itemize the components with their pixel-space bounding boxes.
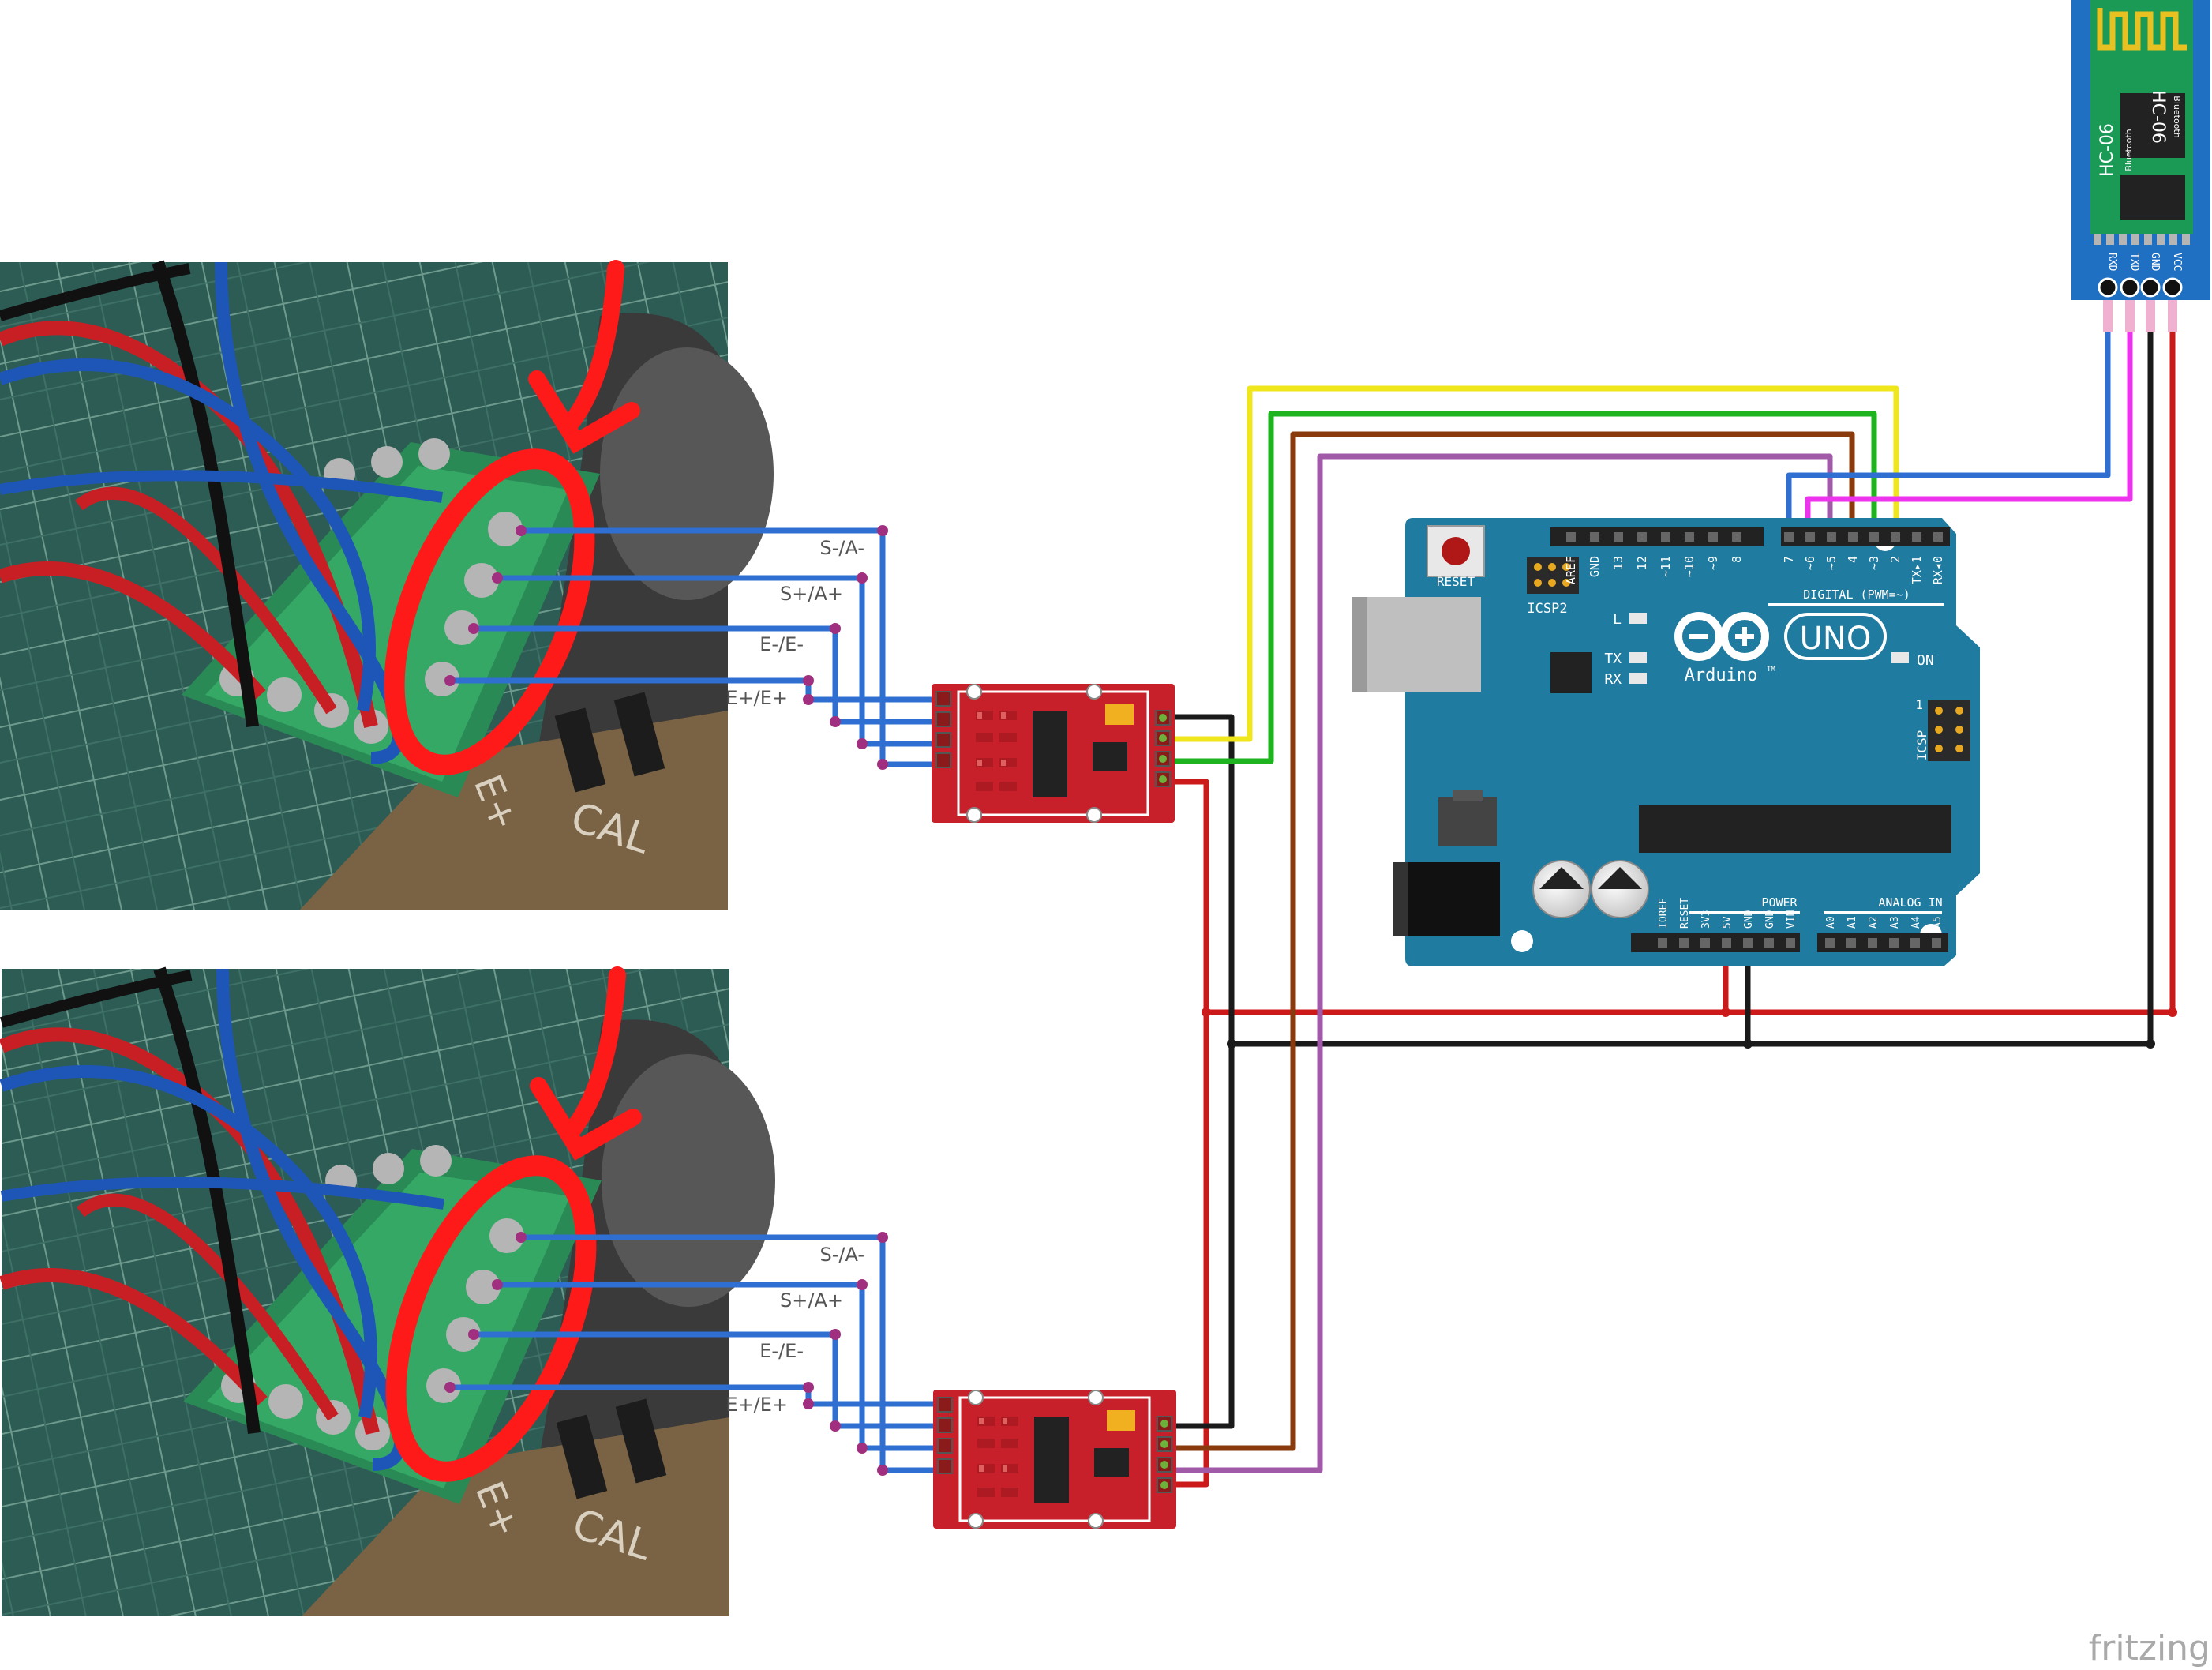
header-pin <box>1784 532 1794 542</box>
digital-pin-label: RX◂0 <box>1931 556 1945 584</box>
header-pin <box>1679 938 1689 948</box>
label-s-plus-top: S+/A+ <box>780 583 843 605</box>
header-pin <box>1933 532 1943 542</box>
power-analog-pin-label: A3 <box>1889 916 1901 929</box>
label-s-plus-bottom: S+/A+ <box>780 1289 843 1312</box>
icsp2-label: ICSP2 <box>1527 601 1567 617</box>
header-pin <box>1848 532 1858 542</box>
bt-pin-label: TXD <box>2128 253 2140 272</box>
header-pin <box>1722 938 1731 948</box>
led-tx-label: TX <box>1604 651 1622 667</box>
header-pin <box>1910 938 1920 948</box>
digital-pin-label: ~3 <box>1867 556 1881 570</box>
digital-pin-label: 12 <box>1635 556 1649 570</box>
header-pin <box>1868 938 1877 948</box>
fritzing-watermark: fritzing <box>2089 1628 2210 1668</box>
header-pin <box>1912 532 1921 542</box>
led-l-label: L <box>1613 611 1622 628</box>
label-s-minus-top: S-/A- <box>819 537 864 559</box>
header-pin <box>1805 532 1815 542</box>
hc06-bluetooth-module: HC-06 Bluetooth HC-06 Bluetooth RXD TXD GN… <box>2071 0 2210 332</box>
hc06-sub-label: Bluetooth <box>2172 96 2182 137</box>
bt-pin-label: RXD <box>2106 253 2118 272</box>
label-e-minus-top: E-/E- <box>759 633 804 655</box>
load-cell-photo-bottom: CAL E+ <box>0 966 775 1616</box>
power-analog-pin-label: A0 <box>1825 916 1837 929</box>
header-pin <box>1743 938 1753 948</box>
power-analog-pin-label: 5V <box>1722 916 1734 929</box>
load-cell-wires-top <box>450 527 938 767</box>
digital-pin-label: TX▸1 <box>1910 556 1924 584</box>
header-pin <box>1590 532 1599 542</box>
power-analog-pin-label: A1 <box>1846 916 1858 929</box>
header-pin <box>1637 532 1647 542</box>
digital-pin-label: 7 <box>1782 556 1796 563</box>
header-pin <box>1786 938 1795 948</box>
uno-label: UNO <box>1800 621 1872 657</box>
led-rx-label: RX <box>1604 671 1622 688</box>
header-pin <box>1889 938 1899 948</box>
arduino-infinity-logo <box>1674 612 1769 661</box>
analog-in-label: ANALOG IN <box>1878 895 1942 910</box>
label-e-plus-top: E+/E+ <box>725 687 788 709</box>
power-analog-pin-label: A2 <box>1868 916 1880 929</box>
power-analog-pin-label: 3V3 <box>1700 910 1712 929</box>
digital-label: DIGITAL (PWM=~) <box>1803 587 1910 602</box>
power-label: POWER <box>1761 895 1798 910</box>
digital-pin-label: ~10 <box>1682 556 1696 577</box>
header-pin <box>1825 938 1835 948</box>
hx711-module-top <box>932 684 1175 823</box>
power-analog-pin-label: IOREF <box>1658 898 1670 929</box>
power-analog-pin-label: GND <box>1743 910 1755 929</box>
load-cell-wires-bottom <box>450 1234 938 1473</box>
digital-pin-label: ~11 <box>1659 556 1673 577</box>
hc06-sub-label-2: Bluetooth <box>2124 129 2134 171</box>
header-pin <box>1700 938 1710 948</box>
icsp-label: ICSP <box>1914 730 1929 761</box>
digital-pin-label: 13 <box>1611 556 1625 570</box>
power-analog-pin-label: A4 <box>1910 916 1922 929</box>
tm-label: TM <box>1767 666 1775 674</box>
header-pin <box>1658 938 1667 948</box>
header-pin <box>1685 532 1694 542</box>
reset-label: RESET <box>1437 574 1475 589</box>
digital-pin-label: GND <box>1588 556 1602 577</box>
power-analog-pin-label: GND <box>1764 910 1776 929</box>
header-pin <box>1566 532 1576 542</box>
header-pin <box>1932 938 1941 948</box>
header-pin <box>1661 532 1670 542</box>
label-e-minus-bottom: E-/E- <box>759 1340 804 1362</box>
digital-pin-label: 4 <box>1846 556 1860 563</box>
header-pin <box>1846 938 1856 948</box>
header-pin <box>1708 532 1718 542</box>
bt-pin-label: GND <box>2149 253 2161 272</box>
brand-label: Arduino <box>1685 666 1758 685</box>
header-pin <box>1827 532 1836 542</box>
led-on-label: ON <box>1917 652 1934 669</box>
digital-pin-label: AREF <box>1564 556 1578 584</box>
header-pin <box>1732 532 1741 542</box>
label-e-plus-bottom: E+/E+ <box>725 1394 788 1416</box>
load-cell-photo-top: CAL E+ <box>0 260 774 910</box>
header-pin <box>1869 532 1879 542</box>
header-pin <box>1764 938 1774 948</box>
power-analog-pin-label: VIN <box>1786 910 1798 929</box>
hc06-model-label: HC-06 <box>2148 90 2168 144</box>
digital-pin-label: ~6 <box>1803 556 1817 570</box>
power-analog-pin-label: A5 <box>1932 916 1944 929</box>
bt-pin-label: VCC <box>2171 253 2183 271</box>
hc06-model-label-2: HC-06 <box>2098 123 2117 177</box>
icsp-pin1-label: 1 <box>1915 697 1923 712</box>
digital-pin-label: ~9 <box>1706 556 1720 570</box>
digital-pin-label: 2 <box>1888 556 1903 563</box>
header-pin <box>1614 532 1623 542</box>
digital-pin-label: 8 <box>1730 556 1744 563</box>
hx711-module-bottom <box>932 1388 1178 1530</box>
digital-pin-label: ~5 <box>1824 556 1839 570</box>
header-pin <box>1891 532 1900 542</box>
power-analog-pin-label: RESET <box>1679 898 1691 929</box>
label-s-minus-bottom: S-/A- <box>819 1244 864 1266</box>
